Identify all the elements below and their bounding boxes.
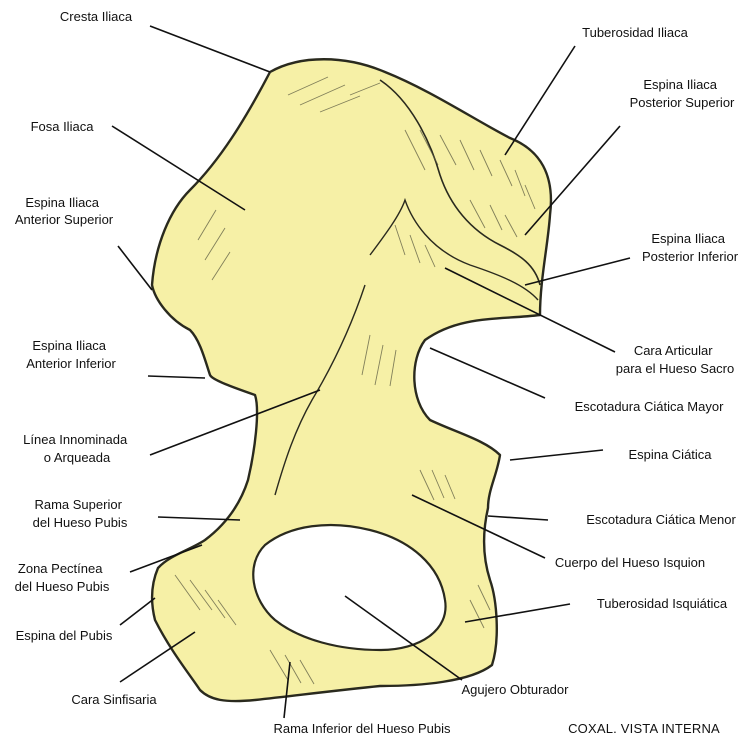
label-rama-inferior-pubis: Rama Inferior del Hueso Pubis (273, 721, 451, 736)
label-cara-articular: Cara Articular para el Hueso Sacro (616, 343, 735, 376)
label-escotadura-menor: Escotadura Ciática Menor (586, 512, 736, 527)
label-espina-iliaca-posterior-superior: Espina Iliaca Posterior Superior (630, 77, 735, 110)
label-espina-iliaca-anterior-inferior: Espina Iliaca Anterior Inferior (26, 338, 116, 371)
label-rama-superior-pubis: Rama Superior del Hueso Pubis (33, 497, 128, 530)
label-fosa-iliaca: Fosa Iliaca (31, 119, 95, 134)
label-agujero-obturador: Agujero Obturador (462, 682, 570, 697)
label-zona-pectinea: Zona Pectínea del Hueso Pubis (15, 561, 110, 594)
label-escotadura-mayor: Escotadura Ciática Mayor (575, 399, 725, 414)
label-tuberosidad-isquiatica: Tuberosidad Isquiática (597, 596, 728, 611)
label-cuerpo-isquion: Cuerpo del Hueso Isquion (555, 555, 705, 570)
label-espina-ciatica: Espina Ciática (628, 447, 712, 462)
label-espina-iliaca-posterior-inferior: Espina Iliaca Posterior Inferior (642, 231, 739, 264)
label-espina-iliaca-anterior-superior: Espina Iliaca Anterior Superior (15, 195, 114, 227)
label-cara-sinfisaria: Cara Sinfisaria (71, 692, 157, 707)
label-cresta-iliaca: Cresta Iliaca (60, 9, 133, 24)
label-tuberosidad-iliaca: Tuberosidad Iliaca (582, 25, 689, 40)
diagram-title: COXAL. VISTA INTERNA (568, 721, 720, 736)
label-linea-innominada: Línea Innominada o Arqueada (23, 432, 131, 465)
label-espina-pubis: Espina del Pubis (16, 628, 113, 643)
